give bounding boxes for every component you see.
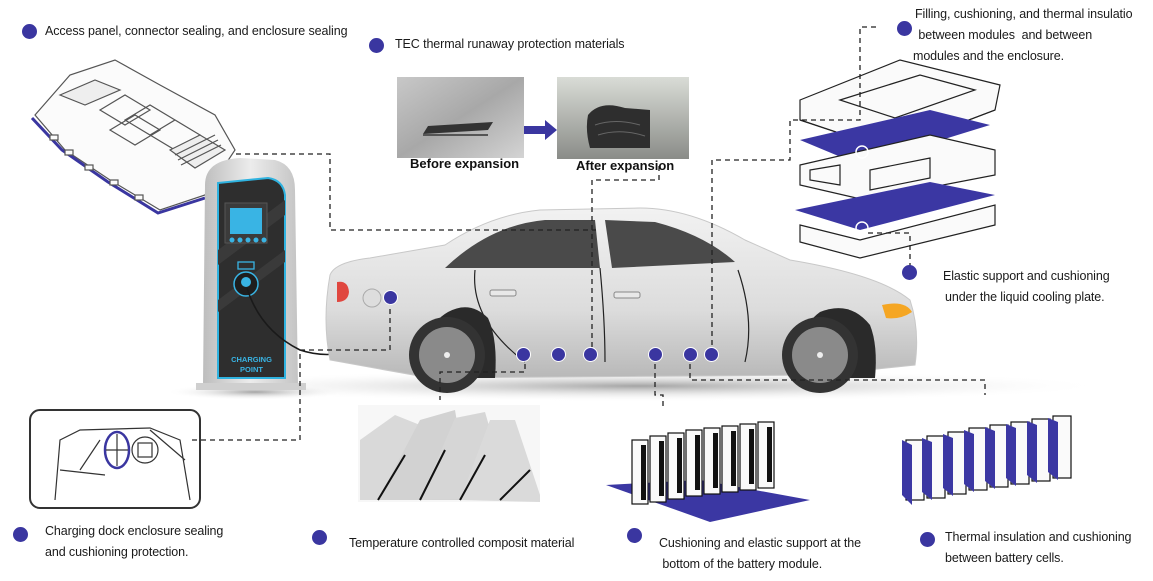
marker-dot-cushion-module[interactable]	[627, 528, 642, 543]
marker-dot-filling[interactable]	[897, 21, 912, 36]
right-arrow-icon	[524, 120, 557, 140]
label-filling-line3: modules and the enclosure.	[913, 49, 1064, 63]
label-cushion-module-line1: Cushioning and elastic support at the	[659, 536, 861, 550]
charger-sign: CHARGING POINT	[218, 355, 285, 375]
caption-after-expansion: After expansion	[576, 158, 675, 173]
marker-dot-access-panel[interactable]	[22, 24, 37, 39]
marker-dot-charging-dock[interactable]	[13, 527, 28, 542]
label-tec-materials: TEC thermal runaway protection materials	[395, 37, 625, 51]
car-marker-charge-port[interactable]	[383, 290, 398, 305]
car-marker-1[interactable]	[516, 347, 531, 362]
charging-station	[196, 158, 393, 390]
marker-dot-elastic-support[interactable]	[902, 265, 917, 280]
label-filling-line1: Filling, cushioning, and thermal insulat…	[915, 7, 1133, 21]
composite-sheets-image	[358, 405, 540, 502]
label-thermal-cells-line1: Thermal insulation and cushioning	[945, 530, 1132, 544]
label-thermal-cells-line2: between battery cells.	[945, 551, 1064, 565]
battery-module-bottom-pad-drawing	[606, 421, 810, 522]
battery-cells-insulation-drawing	[902, 415, 1072, 505]
battery-enclosure-drawing	[30, 59, 236, 215]
charger-sign-line2: POINT	[240, 365, 263, 374]
charging-dock-drawing	[29, 409, 201, 509]
tec-pad-sample	[423, 122, 493, 134]
car-marker-2[interactable]	[551, 347, 566, 362]
car-marker-3[interactable]	[583, 347, 598, 362]
connector-lines	[190, 26, 986, 441]
battery-pack-exploded-drawing	[795, 59, 1001, 259]
charger-sign-line1: CHARGING	[231, 355, 272, 364]
before-expansion-photo	[397, 77, 524, 158]
label-access-panel: Access panel, connector sealing, and enc…	[45, 24, 348, 38]
label-charging-dock-line1: Charging dock enclosure sealing	[45, 524, 224, 538]
marker-dot-temp-composite[interactable]	[312, 530, 327, 545]
car	[325, 207, 918, 393]
label-cushion-module-line2: bottom of the battery module.	[659, 557, 823, 571]
label-temp-composite: Temperature controlled composit material	[349, 536, 575, 550]
marker-dot-thermal-cells[interactable]	[920, 532, 935, 547]
label-elastic-line2: under the liquid cooling plate.	[945, 290, 1105, 304]
caption-before-expansion: Before expansion	[410, 156, 520, 171]
car-marker-6[interactable]	[704, 347, 719, 362]
label-charging-dock-line2: and cushioning protection.	[45, 545, 189, 559]
label-filling-line2: between modules and between	[915, 28, 1093, 42]
marker-dot-tec[interactable]	[369, 38, 384, 53]
label-elastic-line1: Elastic support and cushioning	[943, 269, 1110, 283]
car-marker-5[interactable]	[683, 347, 698, 362]
car-marker-4[interactable]	[648, 347, 663, 362]
